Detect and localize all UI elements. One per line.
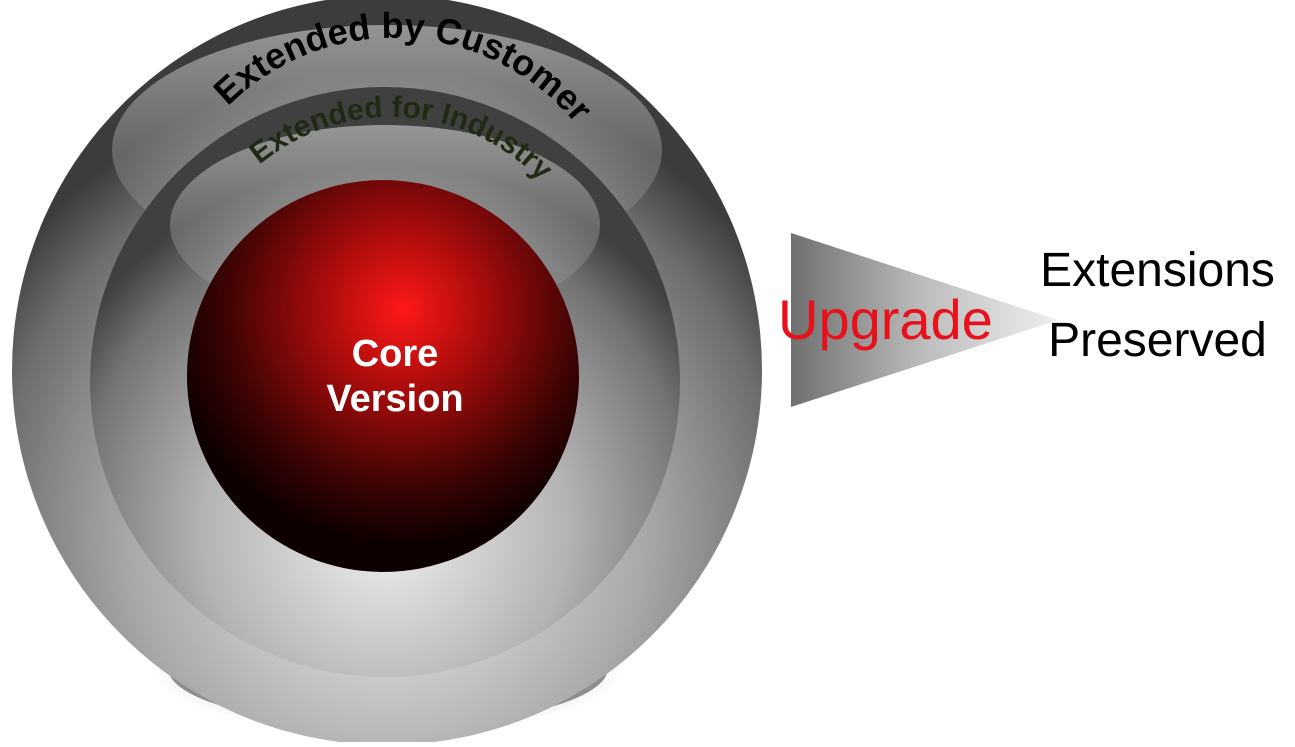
core-label-line1: Core: [351, 333, 439, 375]
result-label-line2: Preserved: [1048, 314, 1267, 367]
upgrade-arrow: [791, 233, 1058, 407]
result-label-line1: Extensions: [1040, 244, 1275, 297]
core-sphere: [187, 180, 579, 572]
core-label-line2: Version: [326, 378, 464, 420]
upgrade-label: Upgrade: [778, 288, 993, 351]
